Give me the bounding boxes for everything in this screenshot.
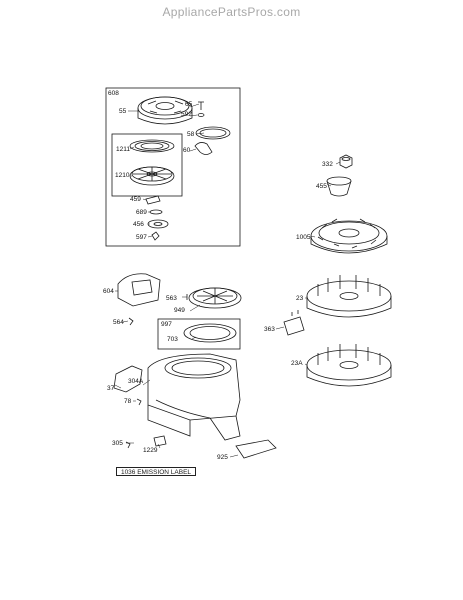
- part-label-363[interactable]: 363: [264, 326, 275, 333]
- part-label-332[interactable]: 332: [322, 161, 333, 168]
- part-label-564[interactable]: 564: [113, 319, 124, 326]
- part-label-925[interactable]: 925: [217, 454, 228, 461]
- part-label-65[interactable]: 65: [185, 101, 193, 108]
- part-label-305[interactable]: 305: [112, 440, 123, 447]
- part-label-456[interactable]: 456: [133, 221, 144, 228]
- part-label-563[interactable]: 563: [166, 295, 177, 302]
- gasket-group-box: [157, 318, 241, 350]
- screw-564: [128, 317, 134, 326]
- part-label-23a[interactable]: 23A: [291, 360, 303, 367]
- part-label-37[interactable]: 37: [107, 385, 115, 392]
- bracket-1229: [153, 435, 167, 447]
- part-label-592[interactable]: 592: [181, 111, 192, 118]
- emission-label-note: 1036 EMISSION LABEL: [116, 467, 196, 476]
- nut-592: [197, 113, 205, 117]
- part-label-304a[interactable]: 304A: [128, 378, 144, 385]
- baffle-37: [113, 365, 143, 393]
- retainer-456: [147, 219, 169, 229]
- part-label-1211[interactable]: 1211: [116, 146, 130, 153]
- part-label-1210[interactable]: 1210: [115, 172, 130, 179]
- part-label-604[interactable]: 604: [103, 288, 114, 295]
- screw-78: [136, 398, 142, 406]
- part-label-703[interactable]: 703: [167, 336, 178, 343]
- part-label-997[interactable]: 997: [161, 321, 172, 328]
- part-label-60[interactable]: 60: [183, 147, 191, 154]
- part-label-949[interactable]: 949: [174, 307, 185, 314]
- starter-cup: [326, 176, 352, 197]
- part-label-455[interactable]: 455: [316, 183, 327, 190]
- flywheel-23a: [306, 344, 392, 387]
- spring-689: [149, 209, 163, 215]
- part-label-459[interactable]: 459: [130, 196, 141, 203]
- starter-housing: [137, 96, 193, 125]
- part-label-689[interactable]: 689: [136, 209, 147, 216]
- air-cleaner-cover: [117, 273, 161, 307]
- part-label-55[interactable]: 55: [119, 108, 127, 115]
- rope-guide: [195, 126, 231, 140]
- flywheel-nut: [339, 154, 353, 169]
- starter-pulley: [129, 166, 175, 186]
- part-label-1229[interactable]: 1229: [143, 447, 158, 454]
- part-label-597[interactable]: 597: [136, 234, 147, 241]
- flywheel-23: [306, 275, 392, 318]
- leader-lines: [114, 103, 341, 458]
- flywheel-fan: [310, 218, 388, 254]
- rewind-spring: [129, 139, 175, 153]
- screw-597: [151, 231, 160, 241]
- guard-925: [235, 439, 277, 459]
- part-label-58[interactable]: 58: [187, 131, 195, 138]
- pawl-459: [145, 195, 161, 205]
- part-label-1005[interactable]: 1005: [296, 234, 311, 241]
- part-label-608[interactable]: 608: [108, 90, 119, 97]
- screw-305: [125, 441, 131, 449]
- blower-housing: [147, 353, 241, 441]
- screw-65: [198, 101, 204, 110]
- part-label-23[interactable]: 23: [296, 295, 304, 302]
- rewind-starter-group-box: [105, 87, 241, 247]
- starter-handle: [194, 142, 213, 155]
- air-filter: [188, 287, 242, 309]
- gasket-703: [183, 323, 237, 343]
- part-label-78[interactable]: 78: [124, 398, 132, 405]
- pulley-subgroup-box: [111, 133, 183, 197]
- ignition-armature: [283, 310, 305, 336]
- site-title[interactable]: AppliancePartsPros.com: [162, 5, 301, 19]
